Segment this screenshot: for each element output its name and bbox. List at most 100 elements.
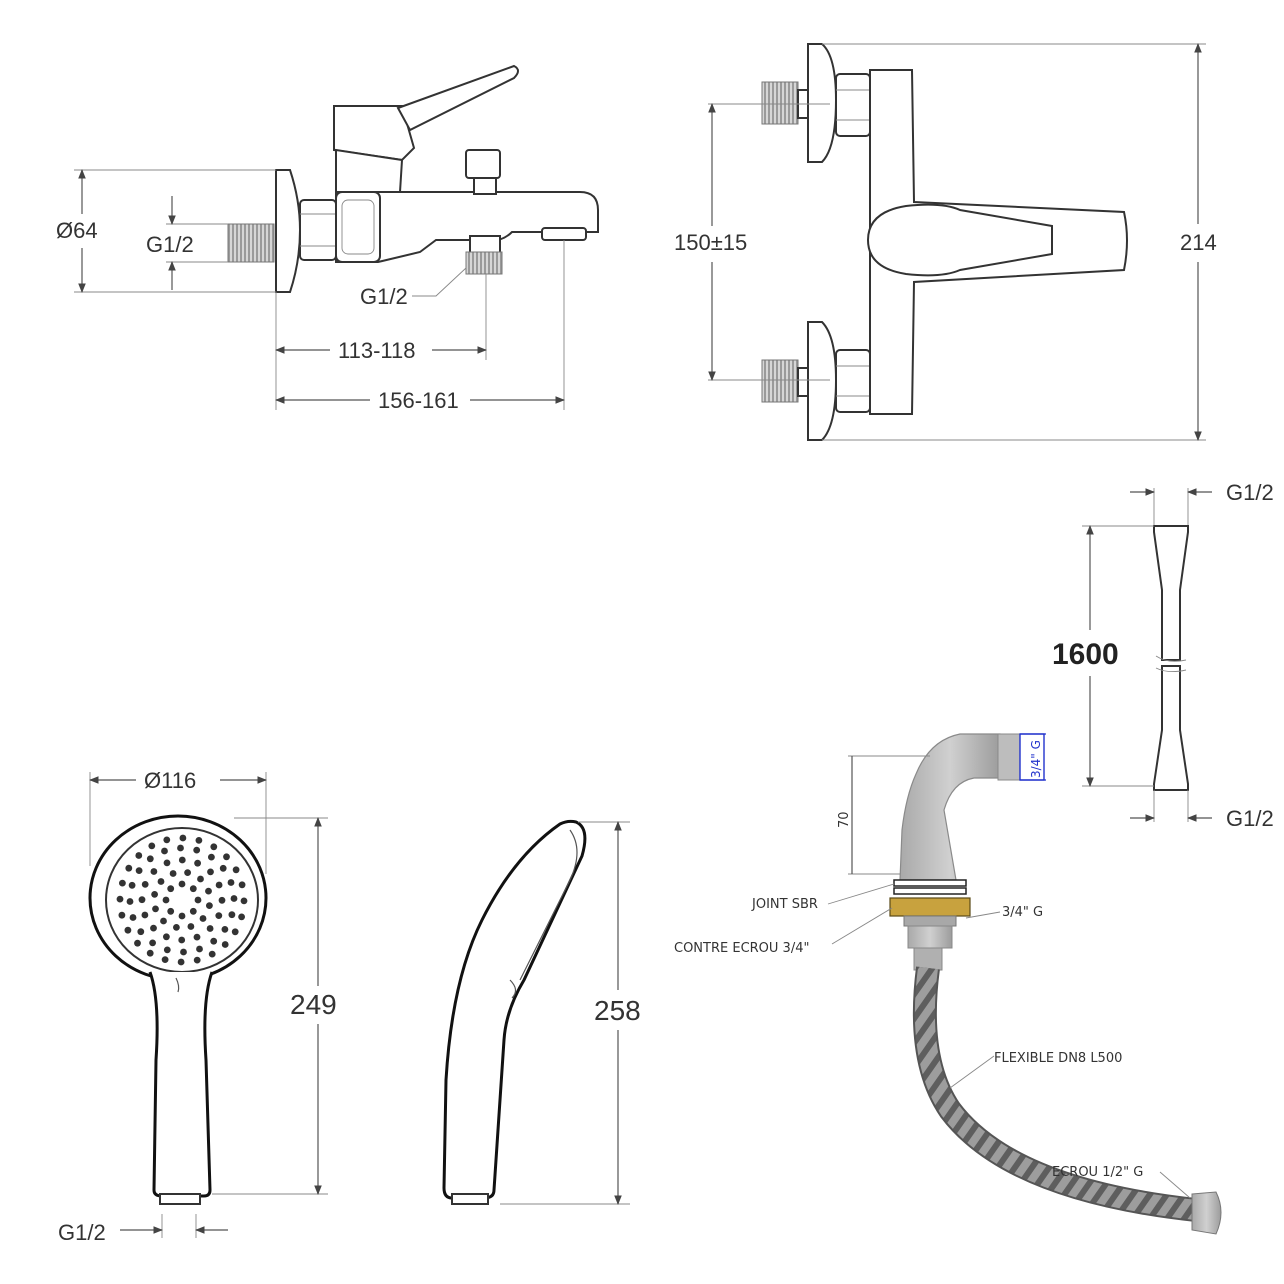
nozzle-dot [194,896,202,904]
nozzle-dot [227,879,235,886]
nozzle-dot [240,897,248,905]
nozzle-dot [194,859,202,867]
nozzle-dot [205,887,212,895]
nozzle-dot [152,905,159,913]
nozzle-dot [230,895,238,902]
nozzle-dot [180,948,187,956]
thread-3-4-label: 3/4" G [1002,905,1043,920]
nozzle-dot [135,867,143,874]
nozzle-dot [208,950,216,958]
nozzle-dot [187,923,195,930]
nozzle-dot [228,911,236,919]
nozzle-dot [162,896,170,904]
nozzle-dot [161,847,168,855]
nozzle-dot [149,939,157,947]
nozzle-dot [232,866,240,874]
nozzle-dot [221,941,229,948]
nozzle-dot [218,896,226,904]
nozzle-dot [196,945,203,953]
mixer-front-view: 150±15 214 [674,43,1217,441]
nozzle-dot [219,864,227,872]
nozzle-dot [146,949,154,957]
nozzle-dot [208,853,215,861]
nozzle-dot [210,843,218,851]
nozzle-dot [184,869,192,876]
nozzle-dot [128,881,136,889]
nozzle-dot [141,911,149,919]
thread-box-label: 3/4" G [1029,740,1043,778]
joint-sbr-label: JOINT SBR [751,897,818,912]
nozzle-dot [129,914,137,921]
handshower-thread: G1/2 [58,1220,106,1245]
nozzle-dot [163,933,170,941]
hose-top-thread: G1/2 [1226,480,1274,505]
nozzle-dot [193,846,201,854]
nozzle-dot [199,915,207,922]
mixer-side-view: Ø64 G1/2 G1/2 113-118 156-161 [56,64,599,413]
dim-113-118: 113-118 [338,338,415,363]
nozzle-dot [124,926,132,934]
nozzle-dot [195,837,203,844]
nozzle-dot [167,885,175,893]
nozzle-dot [150,868,158,875]
handshower-length-249: 249 [290,989,337,1020]
nozzle-dot [189,885,197,893]
nozzle-dot [231,928,239,936]
nozzle-dot [238,881,246,889]
hose-length-1600: 1600 [1052,638,1119,671]
dim-diameter-64: Ø64 [56,218,98,243]
nozzle-dot [126,898,134,905]
nozzle-dot [141,881,149,888]
shower-hose: G1/2 G1/2 1600 [1052,480,1274,831]
handshower-front-view: G1/2 Ø116 249 [58,768,337,1245]
nozzle-dot [178,936,186,944]
nozzle-dot [163,859,171,867]
nozzle-dot [150,924,157,932]
nozzle-dot [177,844,184,852]
nozzle-dot [125,864,133,872]
spout-height-70: 70 [837,811,852,828]
nozzle-dot [151,891,159,898]
nozzle-dot [160,917,167,925]
nozzle-dot [207,868,214,876]
nozzle-dot [169,870,177,877]
counter-nut-label: CONTRE ECROU 3/4" [674,941,809,956]
nozzle-dot [206,902,213,909]
nozzle-dot [134,939,141,947]
spout-kit: 3/4" G 70 JOINT SBR 3/4" G CONTRE ECROU … [674,733,1222,1235]
flexible-hose-label: FLEXIBLE DN8 L500 [994,1051,1122,1066]
nozzle-dot [206,925,214,932]
nozzle-dot [177,958,185,966]
nozzle-dot [179,834,187,842]
nozzle-dot [163,946,171,954]
nozzle-dot [178,912,186,920]
nozzle-dot [118,911,126,919]
nozzle-dot [178,880,186,888]
end-nut-label: ECROU 1/2" G [1052,1165,1143,1180]
nozzle-dot [189,907,197,915]
dim-214: 214 [1180,230,1217,255]
nozzle-dot [161,956,169,963]
nozzle-dot [137,928,145,936]
nozzle-dot [221,926,229,933]
nozzle-dot [163,836,171,844]
nozzle-dot [223,853,230,861]
nozzle-dot [193,933,201,941]
dim-156-161: 156-161 [378,388,459,413]
nozzle-dot [119,879,126,887]
hose-bottom-thread: G1/2 [1226,806,1274,831]
nozzle-dot [135,852,143,859]
nozzle-dot [193,956,201,964]
nozzle-dot [238,913,246,921]
handshower-side-view: 258 [442,819,641,1205]
nozzle-dot [215,912,223,919]
nozzle-dot [178,856,186,864]
spray-nozzles [116,834,248,966]
nozzle-dot [167,907,175,915]
nozzle-dot [210,937,218,945]
nozzle-dot [148,842,156,850]
nozzle-dot [197,875,204,883]
handshower-length-258: 258 [594,995,641,1026]
nozzle-dot [173,924,180,931]
